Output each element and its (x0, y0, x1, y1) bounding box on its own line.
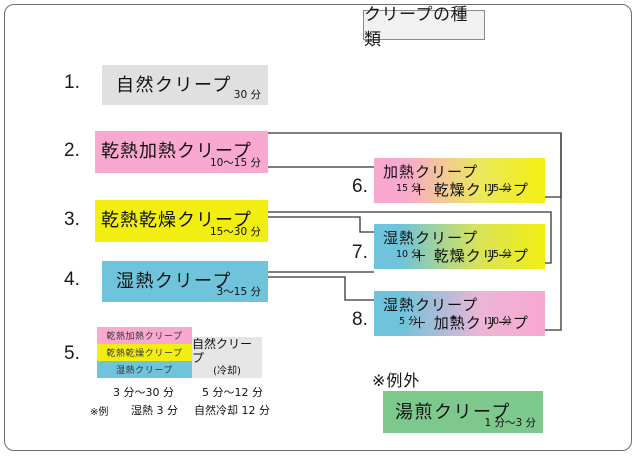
item-7-time-secondary: 15 分 (487, 249, 512, 260)
item-2-box: 乾熱加熱クリープ 10〜15 分 (95, 131, 268, 173)
item-8-box: 湿熱クリープ 5 分 + 10 分 ＋ 加熱クリープ (374, 291, 545, 336)
item-2-number: 2. (64, 140, 80, 161)
item-7-box: 湿熱クリープ 10 分 + 15 分 ＋ 乾燥クリープ (374, 224, 545, 269)
exception-name: 湯煎クリープ (395, 402, 511, 423)
item-5-strip-dry-dehydrate: 乾熱乾燥クリープ (97, 344, 192, 361)
item-3-number: 3. (64, 209, 80, 230)
item-5-note-prefix: ※例 (90, 407, 109, 418)
item-3-box: 乾熱乾燥クリープ 15〜30 分 (95, 200, 268, 242)
exception-time: 1 分〜3 分 (484, 417, 536, 429)
item-6-plus-sign: + (449, 180, 457, 191)
item-8-time-secondary: 10 分 (487, 316, 512, 327)
item-8-plus-sign: + (449, 313, 457, 324)
item-1-number: 1. (64, 72, 80, 93)
item-3-time: 15〜30 分 (209, 226, 261, 238)
item-1-label: 自然クリープ (116, 75, 232, 96)
item-4-label: 湿熱クリープ (116, 271, 232, 292)
item-6-number: 6. (352, 176, 368, 197)
item-7-number: 7. (352, 242, 368, 263)
item-2-label: 乾熱加熱クリープ (101, 141, 252, 162)
item-8-label-secondary: ＋ 加熱クリープ (412, 314, 529, 332)
item-5-note-left: 湿熱 3 分 (131, 404, 178, 417)
item-7-label-secondary: ＋ 乾燥クリープ (412, 247, 529, 265)
item-5-note-right: 自然冷却 12 分 (194, 404, 270, 417)
item-6-time-primary: 15 分 (396, 183, 421, 194)
item-4-time: 3〜15 分 (216, 286, 261, 298)
item-2-time: 10〜15 分 (209, 157, 261, 169)
page-title: クリープの種類 (363, 5, 485, 50)
item-1-time: 30 分 (233, 89, 261, 101)
item-6-label-secondary: ＋ 乾燥クリープ (412, 181, 529, 199)
outer-frame-border (4, 4, 632, 451)
item-8-number: 8. (352, 309, 368, 330)
item-6-label-primary: 加熱クリープ (383, 163, 479, 181)
item-5-time-left: 3 分〜30 分 (113, 386, 174, 399)
item-1-box: 自然クリープ 30 分 (102, 65, 268, 105)
item-7-time-primary: 10 分 (396, 249, 421, 260)
exception-label: ※例外 (372, 371, 421, 390)
item-6-box: 加熱クリープ 15 分 + 15 分 ＋ 乾燥クリープ (374, 158, 545, 203)
item-4-box: 湿熱クリープ 3〜15 分 (102, 261, 268, 302)
item-7-label-primary: 湿熱クリープ (383, 229, 479, 247)
exception-box: 湯煎クリープ 1 分〜3 分 (383, 391, 543, 433)
item-5-cooling-label: 自然クリープ (192, 336, 253, 365)
item-5-number: 5. (64, 343, 80, 364)
item-5-cooling-sublabel: (冷却) (213, 365, 241, 377)
item-4-number: 4. (64, 269, 80, 290)
item-5-strip-dry-heat: 乾熱加熱クリープ (97, 327, 192, 344)
item-7-plus-sign: + (449, 246, 457, 257)
item-8-time-primary: 5 分 (399, 316, 418, 327)
item-6-time-secondary: 15 分 (487, 183, 512, 194)
item-5-strip-moist-heat: 湿熱クリープ (97, 361, 192, 378)
item-8-label-primary: 湿熱クリープ (383, 296, 479, 314)
item-5-time-right: 5 分〜12 分 (202, 386, 263, 399)
item-5-cooling-box: 自然クリープ (冷却) (192, 337, 262, 378)
item-3-label: 乾熱乾燥クリープ (101, 210, 252, 231)
